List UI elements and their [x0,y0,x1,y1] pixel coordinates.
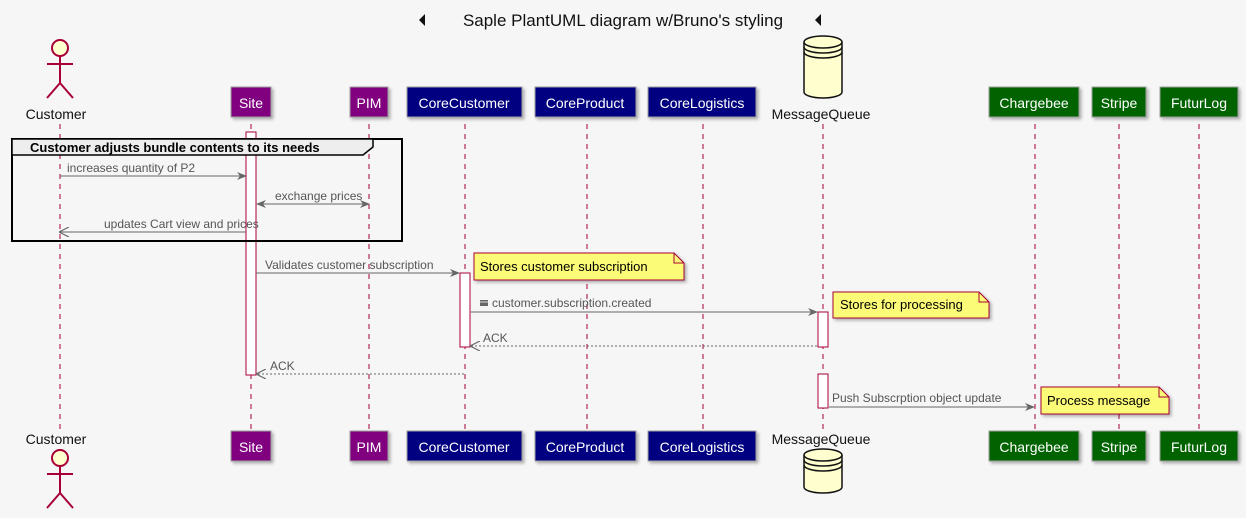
participant-stripe: Stripe [1091,430,1147,462]
participant-label: CoreCustomer [418,439,509,455]
participant-label: MessageQueue [772,431,871,447]
diagram-title: Saple PlantUML diagram w/Bruno's styling [419,11,821,30]
group-label: Customer adjusts bundle contents to its … [30,140,320,155]
message: ACK [257,359,464,374]
participant-label: Customer [26,431,87,447]
participant-coreproduct: CoreProduct [534,430,637,462]
note: Stores for processing [832,291,990,319]
participant-pim: PIM [349,430,389,462]
note: Process message [1040,386,1170,415]
participant-site: Site [230,86,272,118]
participant-label: PIM [357,95,382,111]
participant-label: CoreLogistics [660,439,745,455]
participant-corelogistics: CoreLogistics [647,86,757,118]
participant-chargebee: Chargebee [988,86,1080,118]
participant-label: CoreLogistics [660,95,745,111]
participant-label: Customer [26,106,87,122]
participant-label: Stripe [1101,95,1138,111]
participant-label: FuturLog [1171,439,1227,455]
participant-label: Chargebee [999,439,1068,455]
activation-messagequeue-1 [817,311,829,348]
participant-stripe: Stripe [1091,86,1147,118]
message: exchange prices [256,189,370,208]
caret-left-icon [419,14,425,26]
participant-chargebee: Chargebee [988,430,1080,462]
message-label: increases quantity of P2 [67,161,195,175]
database-messagequeue: MessageQueue [772,431,871,494]
message-label: Push Subscrption object update [832,391,1002,405]
participant-coreproduct: CoreProduct [534,86,637,118]
message: increases quantity of P2 [60,161,247,180]
message: Push Subscrption object update [829,391,1035,411]
title-text: Saple PlantUML diagram w/Bruno's styling [463,11,783,30]
envelope-icon [480,300,488,306]
participant-label: CoreCustomer [418,95,509,111]
participant-label: Site [239,439,263,455]
participant-futurlog: FuturLog [1159,86,1239,118]
actor-icon [46,39,74,99]
participant-label: Chargebee [999,95,1068,111]
message-label: customer.subscription.created [492,296,651,310]
participant-label: CoreProduct [546,439,625,455]
database-icon [803,448,843,494]
message-label: exchange prices [275,189,362,203]
participant-label: PIM [357,439,382,455]
note-text: Stores for processing [840,297,963,312]
activation-bars [245,131,829,409]
participant-site: Site [230,430,272,462]
participant-corecustomer: CoreCustomer [406,86,523,118]
message-label: ACK [270,359,295,373]
message-label: updates Cart view and prices [104,217,259,231]
participant-futurlog: FuturLog [1159,430,1239,462]
message-label: Validates customer subscription [265,258,434,272]
participants-bottom: Customer Site PIM CoreCustomer CoreProdu… [26,430,1239,509]
note-text: Stores customer subscription [480,259,648,274]
participant-label: Stripe [1101,439,1138,455]
activation-corecustomer [459,272,471,348]
message: customer.subscription.created [471,296,818,316]
database-icon [803,35,843,99]
message: Validates customer subscription [256,258,460,277]
actor-icon [46,449,74,509]
participant-corelogistics: CoreLogistics [647,430,757,462]
actor-customer: Customer [26,39,87,122]
actor-customer: Customer [26,431,87,509]
participant-label: MessageQueue [772,106,871,122]
participant-pim: PIM [349,86,389,118]
activation-messagequeue-2 [817,373,829,409]
note-text: Process message [1047,393,1150,408]
notes: Stores customer subscription Stores for … [473,252,1170,415]
group-frame: Customer adjusts bundle contents to its … [11,138,403,242]
message-label: ACK [483,331,508,345]
participant-label: FuturLog [1171,95,1227,111]
participant-label: CoreProduct [546,95,625,111]
participant-corecustomer: CoreCustomer [406,430,523,462]
note: Stores customer subscription [473,252,685,281]
message: ACK [471,331,817,346]
activation-site [245,131,257,376]
participants-top: Customer Site PIM CoreCustomer CoreProdu… [26,35,1239,122]
database-messagequeue: MessageQueue [772,35,871,122]
participant-label: Site [239,95,263,111]
messages: increases quantity of P2 exchange prices… [60,161,1035,411]
message: updates Cart view and prices [60,217,259,232]
caret-left-icon [815,14,821,26]
